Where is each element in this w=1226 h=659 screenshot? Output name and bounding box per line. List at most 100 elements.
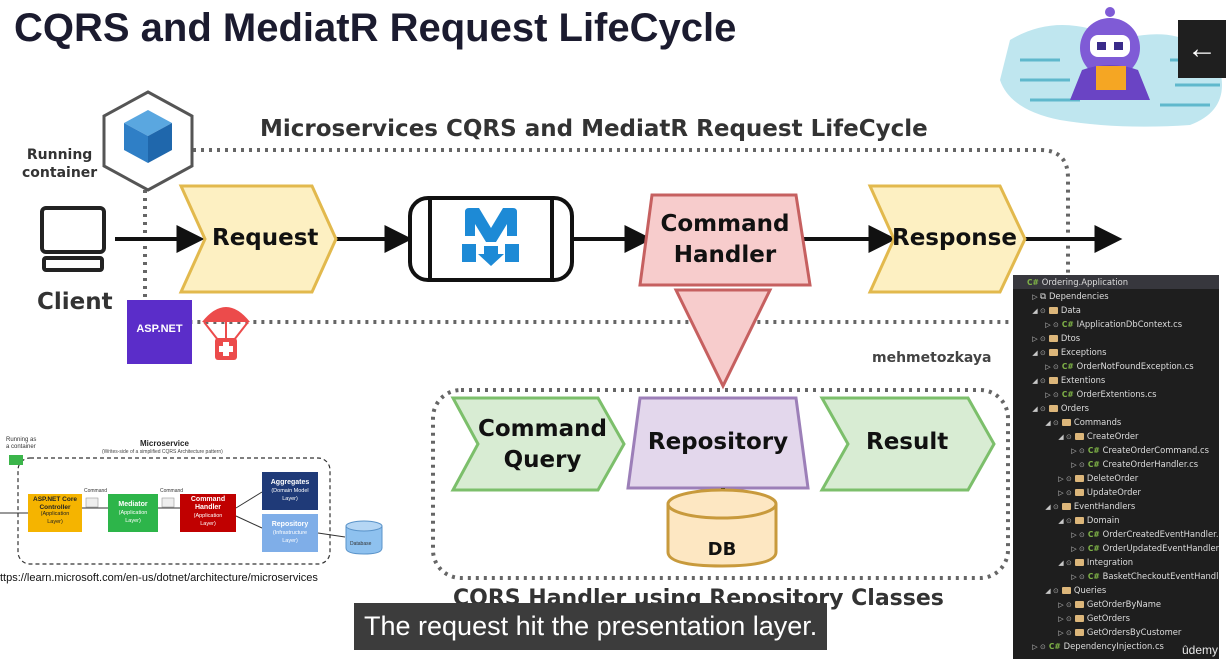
tree-item[interactable]: ▷⊙C#OrderCreatedEventHandler.cs [1013, 527, 1219, 541]
back-button[interactable]: ← [1178, 20, 1226, 78]
db-label: DB [707, 539, 737, 560]
tree-item[interactable]: ▷⊙C#OrderExtentions.cs [1013, 387, 1219, 401]
csharp-file-icon: C# [1061, 320, 1074, 329]
tree-item[interactable]: ◢⊙Integration [1013, 555, 1219, 569]
expand-arrow-icon[interactable]: ▷ [1071, 545, 1077, 553]
tree-item-label: Dtos [1060, 333, 1081, 343]
expand-arrow-icon[interactable]: ▷ [1045, 363, 1051, 371]
tree-item[interactable]: ▷⊙UpdateOrder [1013, 485, 1219, 499]
tree-item-label: Exceptions [1060, 347, 1107, 357]
lock-icon: ⊙ [1079, 531, 1085, 539]
tree-item[interactable]: ▷⊙GetOrderByName [1013, 597, 1219, 611]
reference-link[interactable]: ttps://learn.microsoft.com/en-us/dotnet/… [0, 572, 318, 584]
expand-arrow-icon[interactable]: ▷ [1058, 615, 1064, 623]
folder-icon [1074, 433, 1084, 440]
tree-item[interactable]: ▷⊙C#DependencyInjection.cs [1013, 639, 1219, 653]
mediatr-logo-icon [462, 208, 519, 266]
lock-icon: ⊙ [1053, 503, 1059, 511]
expand-arrow-icon[interactable]: ▷ [1032, 335, 1038, 343]
tree-item[interactable]: ▷⊙C#CreateOrderCommand.cs [1013, 443, 1219, 457]
folder-icon [1048, 377, 1058, 384]
mini-controller-box: ASP.NET Core Controller (Application Lay… [33, 496, 77, 525]
tree-item-label: OrderNotFoundException.cs [1076, 361, 1194, 371]
tree-item-label: GetOrders [1086, 613, 1130, 623]
tree-item[interactable]: ◢⊙Commands [1013, 415, 1219, 429]
response-chevron [867, 184, 1027, 294]
slide-title: CQRS and MediatR Request LifeCycle [14, 6, 737, 50]
folder-icon [1048, 307, 1058, 314]
lock-icon: ⊙ [1053, 419, 1059, 427]
tree-item[interactable]: ▷⧉Dependencies [1013, 289, 1219, 303]
lock-icon: ⊙ [1040, 307, 1046, 315]
expand-arrow-icon[interactable]: ◢ [1045, 419, 1051, 427]
lock-icon: ⊙ [1040, 405, 1046, 413]
tree-item-label: CreateOrderHandler.cs [1102, 459, 1199, 469]
expand-arrow-icon[interactable]: ◢ [1045, 503, 1051, 511]
expand-arrow-icon[interactable]: ▷ [1071, 461, 1077, 469]
folder-icon [1048, 349, 1058, 356]
expand-arrow-icon[interactable]: ◢ [1032, 349, 1038, 357]
tree-item[interactable]: ▷⊙ GetOrders [1013, 611, 1219, 625]
expand-arrow-icon[interactable]: ▷ [1045, 321, 1051, 329]
expand-arrow-icon[interactable]: ▷ [1032, 643, 1038, 651]
expand-arrow-icon[interactable]: ◢ [1032, 405, 1038, 413]
expand-arrow-icon[interactable]: ▷ [1058, 601, 1064, 609]
expand-arrow-icon[interactable]: ◢ [1058, 433, 1064, 441]
container-icon [102, 90, 194, 192]
expand-arrow-icon[interactable]: ▷ [1071, 447, 1077, 455]
tree-item[interactable]: ▷⊙C#OrderUpdatedEventHandler.cs [1013, 541, 1219, 555]
result-chevron [819, 396, 996, 492]
csharp-file-icon: C# [1061, 362, 1074, 371]
folder-icon [1048, 405, 1058, 412]
arrow-left-icon: ← [1187, 32, 1217, 65]
lock-icon: ⊙ [1040, 643, 1046, 651]
tree-item[interactable]: ◢⊙Extentions [1013, 373, 1219, 387]
expand-arrow-icon[interactable]: ▷ [1032, 293, 1038, 301]
dotnet-bot-mascot-icon [1000, 7, 1222, 127]
folder-icon [1061, 587, 1071, 594]
expand-arrow-icon[interactable]: ◢ [1032, 377, 1038, 385]
expand-arrow-icon[interactable]: ◢ [1058, 517, 1064, 525]
folder-icon [1074, 475, 1084, 482]
tree-item[interactable]: ▷⊙Dtos [1013, 331, 1219, 345]
expand-arrow-icon[interactable]: ◢ [1032, 307, 1038, 315]
expand-arrow-icon[interactable]: ◢ [1045, 587, 1051, 595]
expand-arrow-icon[interactable]: ◢ [1058, 559, 1064, 567]
tree-item[interactable]: C#Ordering.Application [1013, 275, 1219, 289]
lock-icon: ⊙ [1066, 615, 1072, 623]
tree-item[interactable]: ◢⊙Orders [1013, 401, 1219, 415]
lock-icon: ⊙ [1079, 573, 1085, 581]
dependencies-icon: ⧉ [1040, 291, 1046, 301]
client-label: Client [37, 289, 113, 315]
aspnet-badge-label: ASP.NET [136, 323, 183, 335]
csharp-file-icon: C# [1087, 460, 1100, 469]
tree-item-label: BasketCheckoutEventHandler.cs [1102, 571, 1219, 581]
tree-item[interactable]: ◢⊙Queries [1013, 583, 1219, 597]
tree-item[interactable]: ▷⊙C#BasketCheckoutEventHandler.cs [1013, 569, 1219, 583]
tree-item[interactable]: ◢⊙Domain [1013, 513, 1219, 527]
mini-title: Microservice [140, 439, 189, 448]
tree-item[interactable]: ◢⊙Data [1013, 303, 1219, 317]
expand-arrow-icon[interactable]: ▷ [1045, 391, 1051, 399]
tree-item[interactable]: ▷⊙C#CreateOrderHandler.cs [1013, 457, 1219, 471]
udemy-watermark: ûdemy [1181, 643, 1218, 657]
tree-item[interactable]: ▷⊙C#IApplicationDbContext.cs [1013, 317, 1219, 331]
csharp-file-icon: C# [1087, 544, 1100, 553]
folder-icon [1061, 503, 1071, 510]
tree-item-label: DeleteOrder [1086, 473, 1139, 483]
tree-item[interactable]: ◢⊙CreateOrder [1013, 429, 1219, 443]
expand-arrow-icon[interactable]: ▷ [1071, 531, 1077, 539]
expand-arrow-icon[interactable]: ▷ [1071, 573, 1077, 581]
expand-arrow-icon[interactable]: ▷ [1058, 475, 1064, 483]
tree-item-label: DependencyInjection.cs [1063, 641, 1164, 651]
tree-item[interactable]: ◢⊙Exceptions [1013, 345, 1219, 359]
tree-item[interactable]: ▷⊙C#OrderNotFoundException.cs [1013, 359, 1219, 373]
command-handler-shape [638, 193, 812, 287]
tree-item[interactable]: ▷⊙DeleteOrder [1013, 471, 1219, 485]
tree-item[interactable]: ▷⊙GetOrdersByCustomer [1013, 625, 1219, 639]
lock-icon: ⊙ [1066, 559, 1072, 567]
expand-arrow-icon[interactable]: ▷ [1058, 629, 1064, 637]
expand-arrow-icon[interactable]: ▷ [1058, 489, 1064, 497]
folder-icon [1074, 517, 1084, 524]
tree-item[interactable]: ◢⊙EventHandlers [1013, 499, 1219, 513]
